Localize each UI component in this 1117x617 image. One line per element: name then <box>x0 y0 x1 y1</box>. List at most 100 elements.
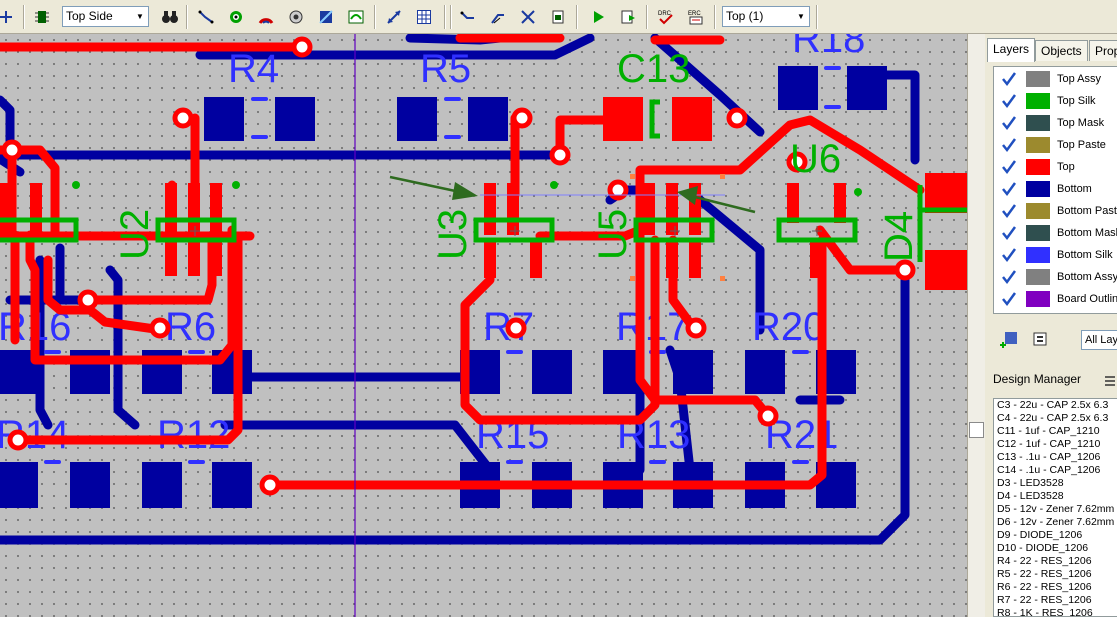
via[interactable] <box>726 107 748 129</box>
layer-color-swatch[interactable] <box>1026 181 1050 197</box>
list-item[interactable]: R6 - 22 - RES_1206 <box>997 581 1092 593</box>
top-trace[interactable] <box>460 235 660 425</box>
trace-icon[interactable] <box>194 5 218 29</box>
layer-color-swatch[interactable] <box>1026 115 1050 131</box>
layer-row[interactable]: Top Assy <box>994 68 1117 90</box>
pad-r12-2[interactable] <box>212 462 252 508</box>
push-trace-icon[interactable] <box>486 5 510 29</box>
layer-checkbox[interactable] <box>1000 114 1018 132</box>
bottom-trace[interactable] <box>695 195 765 335</box>
plane-icon[interactable] <box>344 5 368 29</box>
layer-color-swatch[interactable] <box>1026 225 1050 241</box>
pad-c13-2[interactable] <box>672 97 712 141</box>
component-icon[interactable] <box>30 5 54 29</box>
layer-settings-icon[interactable] <box>1031 330 1051 348</box>
pad-u3-d[interactable] <box>530 242 542 278</box>
list-item[interactable]: C11 - 1uf - CAP_1210 <box>997 425 1100 437</box>
layer-row[interactable]: Board Outline <box>994 288 1117 310</box>
top-trace[interactable] <box>535 115 925 241</box>
layer-checkbox[interactable] <box>1000 224 1018 242</box>
route-icon[interactable] <box>456 5 480 29</box>
via[interactable] <box>757 405 779 427</box>
layer-select[interactable]: Top (1) ▼ <box>722 6 810 27</box>
add-icon[interactable] <box>0 5 18 29</box>
via[interactable] <box>77 289 99 311</box>
tab-objects[interactable]: Objects <box>1035 40 1088 61</box>
layer-row[interactable]: Bottom Silk <box>994 244 1117 266</box>
pad-u5-b[interactable] <box>666 183 678 235</box>
top-trace[interactable] <box>555 115 610 155</box>
via-icon[interactable] <box>224 5 248 29</box>
pad-u2-b[interactable] <box>0 183 12 235</box>
layer-color-swatch[interactable] <box>1026 159 1050 175</box>
via[interactable] <box>149 317 171 339</box>
list-item[interactable]: R5 - 22 - RES_1206 <box>997 568 1092 580</box>
all-layers-select[interactable]: All Lay <box>1081 330 1117 350</box>
pad-d4-2[interactable] <box>925 250 967 290</box>
polygon-icon[interactable] <box>314 5 338 29</box>
top-trace[interactable] <box>43 255 167 335</box>
tab-layers[interactable]: Layers <box>987 38 1036 62</box>
export-icon[interactable] <box>616 5 640 29</box>
layer-row[interactable]: Top Paste <box>994 134 1117 156</box>
list-item[interactable]: D10 - DIODE_1206 <box>997 542 1089 554</box>
pad-r14-2[interactable] <box>70 462 110 508</box>
top-trace[interactable] <box>265 235 827 490</box>
pad-r12-1[interactable] <box>142 462 182 508</box>
tab-properties[interactable]: Prop <box>1089 40 1117 61</box>
via[interactable] <box>1 139 23 161</box>
via[interactable] <box>607 179 629 201</box>
list-item[interactable]: C3 - 22u - CAP 2.5x 6.3 <box>997 399 1109 411</box>
vertical-scrollbar[interactable] <box>967 34 985 617</box>
top-trace[interactable] <box>635 175 773 421</box>
layer-checkbox[interactable] <box>1000 290 1018 308</box>
layer-color-swatch[interactable] <box>1026 247 1050 263</box>
pad-r4-2[interactable] <box>275 97 315 141</box>
via[interactable] <box>259 474 281 496</box>
top-trace[interactable] <box>815 225 910 275</box>
design-manager-options-icon[interactable] <box>1103 374 1117 388</box>
via[interactable] <box>549 144 571 166</box>
layer-color-swatch[interactable] <box>1026 93 1050 109</box>
pad-r5-2[interactable] <box>468 97 508 141</box>
list-item[interactable]: R4 - 22 - RES_1206 <box>997 555 1092 567</box>
pad-r5-1[interactable] <box>397 97 437 141</box>
dimension-icon[interactable] <box>382 5 406 29</box>
scrollbar-thumb[interactable] <box>969 422 984 438</box>
layer-checkbox[interactable] <box>1000 202 1018 220</box>
pad-icon[interactable] <box>284 5 308 29</box>
top-trace[interactable] <box>13 235 243 445</box>
pad-r18-2[interactable] <box>847 66 887 110</box>
pad-u2-a[interactable] <box>30 183 42 235</box>
via[interactable] <box>172 107 194 129</box>
pad-u2-e[interactable] <box>210 183 222 235</box>
layer-row[interactable]: Top Silk <box>994 90 1117 112</box>
pad-u6-b[interactable] <box>834 183 846 223</box>
layer-checkbox[interactable] <box>1000 70 1018 88</box>
bottom-trace[interactable] <box>105 265 140 430</box>
pad-r4-1[interactable] <box>204 97 244 141</box>
pad-c13-1[interactable] <box>603 97 643 141</box>
run-icon[interactable] <box>586 5 610 29</box>
via[interactable] <box>685 317 707 339</box>
list-item[interactable]: C13 - .1u - CAP_1206 <box>997 451 1101 463</box>
cut-trace-icon[interactable] <box>516 5 540 29</box>
via[interactable] <box>511 107 533 129</box>
via[interactable] <box>894 259 916 281</box>
layer-checkbox[interactable] <box>1000 136 1018 154</box>
pad-u3-b[interactable] <box>507 183 519 235</box>
layer-color-swatch[interactable] <box>1026 203 1050 219</box>
list-item[interactable]: D4 - LED3528 <box>997 490 1064 502</box>
side-select[interactable]: Top Side ▼ <box>62 6 149 27</box>
pad-u3-a[interactable] <box>484 183 496 235</box>
pad-u2-c[interactable] <box>165 183 177 235</box>
layer-color-swatch[interactable] <box>1026 291 1050 307</box>
add-layer-icon[interactable] <box>999 330 1019 348</box>
list-item[interactable]: C14 - .1u - CAP_1206 <box>997 464 1101 476</box>
layer-row[interactable]: Top <box>994 156 1117 178</box>
list-item[interactable]: D3 - LED3528 <box>997 477 1064 489</box>
layer-row[interactable]: Bottom Assy <box>994 266 1117 288</box>
pad-u2-d[interactable] <box>188 183 200 235</box>
bottom-trace[interactable] <box>220 420 495 475</box>
layer-row[interactable]: Bottom <box>994 178 1117 200</box>
